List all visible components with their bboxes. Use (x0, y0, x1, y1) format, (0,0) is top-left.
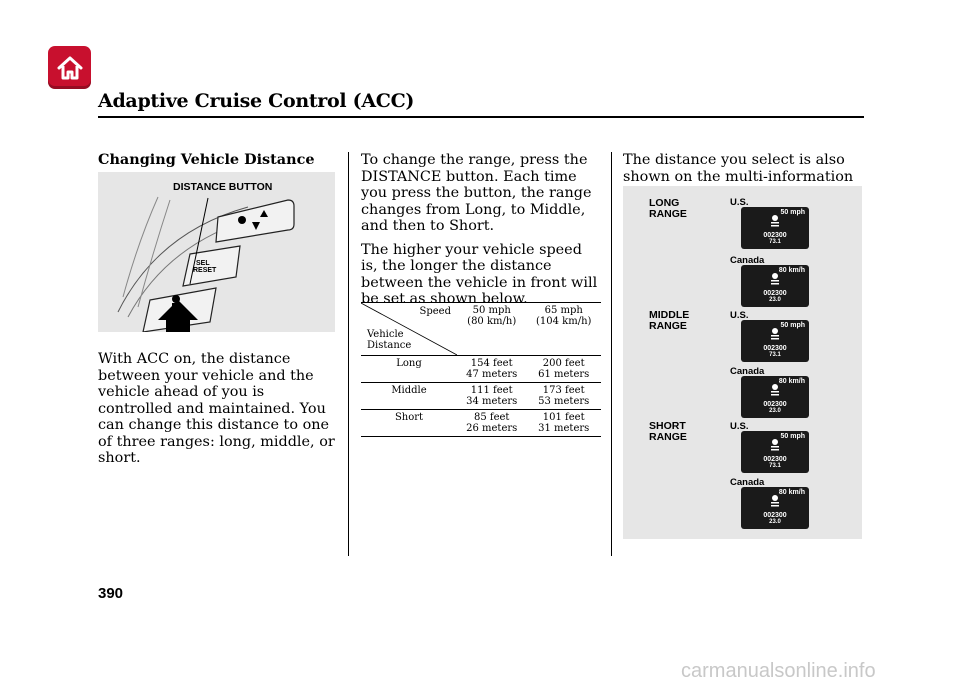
column-divider-1 (348, 152, 349, 556)
column-divider-2 (611, 152, 612, 556)
acc-car-icon (771, 495, 779, 507)
speed-header: Speed (419, 306, 452, 317)
steering-wheel-drawing (117, 196, 295, 333)
column-2: To change the range, press the DISTANCE … (361, 152, 603, 315)
paragraph: To change the range, press the DISTANCE … (361, 152, 592, 234)
region-label-canada: Canada (730, 477, 765, 488)
odometer: 002300 (763, 401, 787, 408)
acc-car-icon (771, 328, 779, 340)
region-label-us: U.S. (730, 421, 749, 432)
column-1-body: With ACC on, the distance between your v… (98, 351, 338, 474)
distance-button-label: DISTANCE BUTTON (173, 181, 273, 193)
display-screen: 50 mph 002300 73.1 (741, 431, 809, 473)
odometer: 002300 (763, 512, 787, 519)
acc-car-icon (771, 215, 779, 227)
distance-button-illustration: DISTANCE BUTTON SEL RESET (98, 172, 335, 333)
home-icon (57, 56, 82, 79)
region-label-us: U.S. (730, 310, 749, 321)
sel-text: SEL (196, 260, 210, 267)
column-1: Changing Vehicle Distance (98, 151, 338, 176)
region-label-us: U.S. (730, 197, 749, 208)
display-screen: 80 km/h 002300 23.0 (741, 487, 809, 529)
trip-meter: 23.0 (769, 519, 781, 525)
display-screen: 80 km/h 002300 23.0 (741, 265, 809, 307)
paragraph: With ACC on, the distance between your v… (98, 351, 335, 466)
page-number: 390 (98, 585, 124, 602)
row-label: Middle (361, 382, 457, 410)
odometer: 002300 (763, 456, 787, 463)
acc-car-icon (771, 439, 779, 451)
acc-car-icon (771, 384, 779, 396)
trip-meter: 23.0 (769, 297, 781, 303)
display-screen: 50 mph 002300 73.1 (741, 320, 809, 362)
vehicle-distance-header: Vehicle Distance (367, 329, 412, 351)
display-screen: 50 mph 002300 73.1 (741, 207, 809, 249)
trip-meter: 73.1 (769, 463, 781, 469)
page-title: Adaptive Cruise Control (ACC) (98, 90, 415, 112)
acc-car-icon (771, 273, 779, 285)
trip-meter: 73.1 (769, 239, 781, 245)
sel-reset-label: SEL RESET (193, 260, 216, 274)
display-screen: 80 km/h 002300 23.0 (741, 376, 809, 418)
odometer: 002300 (763, 290, 787, 297)
section-subheading: Changing Vehicle Distance (98, 151, 315, 168)
column-header: 50 mph (80 km/h) (457, 302, 527, 356)
table-corner-cell: Speed Vehicle Distance (361, 302, 457, 356)
row-label: Short (361, 409, 457, 437)
title-rule (98, 116, 864, 118)
trip-meter: 73.1 (769, 352, 781, 358)
paragraph: The higher your vehicle speed is, the lo… (361, 241, 598, 308)
column-header: 65 mph (104 km/h) (526, 302, 601, 356)
watermark[interactable]: carmanualsonline.info (681, 660, 876, 682)
reset-text: RESET (193, 267, 217, 274)
distance-table: Speed Vehicle Distance 50 mph (80 km/h) … (361, 302, 601, 437)
odometer: 002300 (763, 232, 787, 239)
row-label: Long (361, 355, 457, 383)
region-label-canada: Canada (730, 366, 765, 377)
odometer: 002300 (763, 345, 787, 352)
home-button[interactable] (48, 46, 91, 89)
trip-meter: 23.0 (769, 408, 781, 414)
region-label-canada: Canada (730, 255, 765, 266)
